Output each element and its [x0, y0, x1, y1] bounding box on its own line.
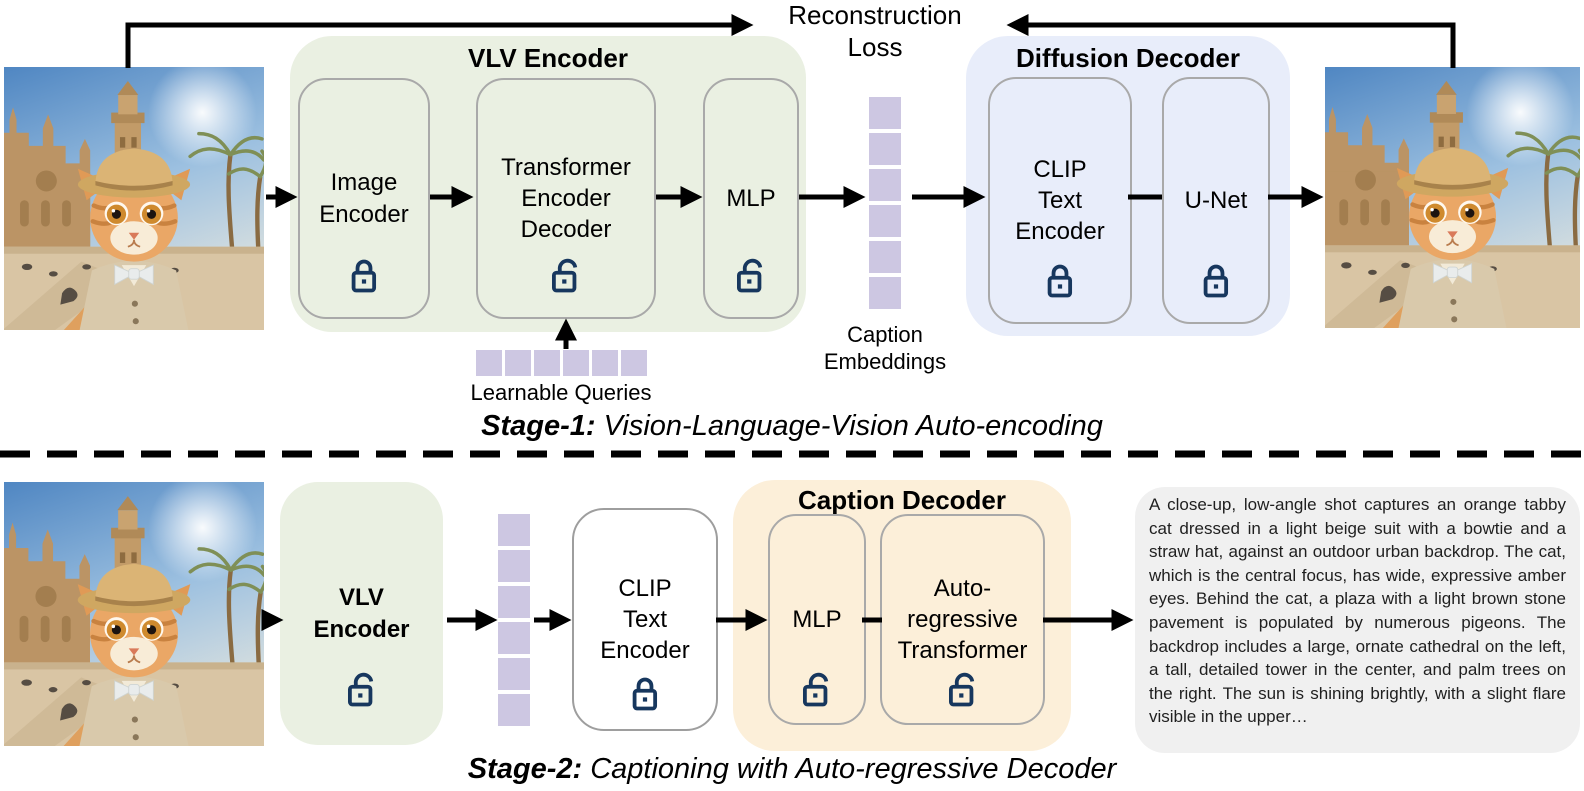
stage1-caption-bold: Stage-1:: [481, 410, 596, 442]
learnable-queries-label: Learnable Queries: [470, 380, 652, 405]
lock-closed-icon: [1042, 262, 1078, 300]
clip-text-encoder-block-stage2: CLIP Text Encoder: [572, 508, 718, 731]
stage2-caption-rest: Captioning with Auto-regressive Decoder: [582, 753, 1117, 785]
caption-embeddings-tokens: [869, 97, 901, 309]
generated-caption-textbox: A close-up, low-angle shot captures an o…: [1135, 487, 1580, 753]
stage2-caption-bold: Stage-2:: [467, 753, 583, 785]
lock-open-icon: [945, 671, 981, 709]
embedding-token: [498, 514, 530, 546]
embedding-token: [498, 550, 530, 582]
cat-selfie-illustration: [1325, 67, 1580, 328]
stage1-reconstructed-image: [1325, 67, 1580, 328]
mlp-label-stage2: MLP: [792, 605, 842, 633]
embedding-token: [869, 241, 901, 273]
lock-open-icon: [799, 671, 835, 709]
stage2-caption: Stage-2: Captioning with Auto-regressive…: [0, 753, 1584, 786]
stage1-caption-rest: Vision-Language-Vision Auto-encoding: [595, 410, 1103, 442]
stage2-embedding-tokens: [498, 514, 530, 726]
query-token: [592, 350, 618, 376]
clip-text-encoder-label-stage1: CLIP Text Encoder: [1015, 155, 1105, 246]
diffusion-decoder-title: Diffusion Decoder: [1016, 43, 1240, 73]
embedding-token: [869, 133, 901, 165]
autoregressive-transformer-block: Auto- regressive Transformer: [880, 514, 1045, 725]
diffusion-decoder-container: [966, 36, 1290, 336]
image-encoder-label: Image Encoder: [319, 169, 409, 228]
transformer-encoder-decoder-label: Transformer Encoder Decoder: [501, 153, 631, 244]
unet-label: U-Net: [1184, 186, 1248, 214]
reconstruction-loss-label: Reconstruction Loss: [788, 0, 962, 62]
image-encoder-block: Image Encoder: [298, 78, 430, 319]
caption-decoder-title: Caption Decoder: [797, 485, 1007, 515]
query-token: [505, 350, 531, 376]
query-token: [621, 350, 647, 376]
clip-text-encoder-block-stage1: CLIP Text Encoder: [988, 77, 1132, 324]
stage2-input-image: [4, 482, 264, 746]
vlv-encoder-label-stage2: VLV Encoder: [313, 584, 410, 643]
query-token: [563, 350, 589, 376]
cat-selfie-illustration: [4, 67, 264, 330]
stage1-input-image: [4, 67, 264, 330]
query-token: [534, 350, 560, 376]
embedding-token: [498, 658, 530, 690]
lock-open-icon: [548, 257, 584, 295]
lock-closed-icon: [346, 257, 382, 295]
stage1-caption: Stage-1: Vision-Language-Vision Auto-enc…: [0, 410, 1584, 443]
lock-closed-icon: [627, 675, 663, 713]
embedding-token: [498, 622, 530, 654]
lock-open-icon: [344, 671, 380, 709]
mlp-block-stage1: MLP: [703, 78, 799, 319]
unet-block: U-Net: [1162, 77, 1270, 324]
embedding-token: [869, 205, 901, 237]
learnable-queries-tokens: [476, 350, 647, 376]
vlv-encoder-block-stage2: VLV Encoder: [280, 482, 443, 745]
mlp-block-stage2: MLP: [768, 514, 866, 725]
embedding-token: [498, 694, 530, 726]
embedding-token: [869, 277, 901, 309]
cat-selfie-illustration: [4, 482, 264, 746]
lock-closed-icon: [1198, 262, 1234, 300]
clip-text-encoder-label-stage2: CLIP Text Encoder: [600, 574, 690, 665]
transformer-encoder-decoder-block: Transformer Encoder Decoder: [476, 78, 656, 319]
embedding-token: [498, 586, 530, 618]
lock-open-icon: [733, 257, 769, 295]
caption-embeddings-label: Caption Embeddings: [823, 322, 947, 374]
mlp-label-stage1: MLP: [726, 184, 776, 212]
vlv-encoder-title: VLV Encoder: [468, 43, 628, 73]
autoregressive-transformer-label: Auto- regressive Transformer: [897, 574, 1028, 665]
embedding-token: [869, 97, 901, 129]
query-token: [476, 350, 502, 376]
embedding-token: [869, 169, 901, 201]
